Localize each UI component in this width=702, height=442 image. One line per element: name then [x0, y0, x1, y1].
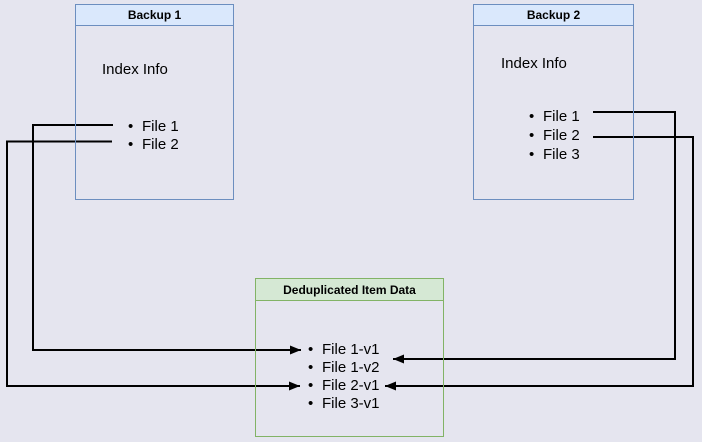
- file-item: File 2: [529, 126, 580, 145]
- backup2-title: Backup 2: [474, 5, 633, 26]
- dedup-box: Deduplicated Item Data File 1-v1 File 1-…: [255, 278, 444, 437]
- backup1-file-list: File 1 File 2: [128, 118, 179, 154]
- backup2-file-list: File 1 File 2 File 3: [529, 107, 580, 164]
- file-item: File 1: [529, 107, 580, 126]
- file-item: File 3-v1: [308, 395, 379, 413]
- dedup-file-list: File 1-v1 File 1-v2 File 2-v1 File 3-v1: [308, 341, 379, 413]
- file-item: File 1-v2: [308, 359, 379, 377]
- backup1-index-info-label: Index Info: [102, 61, 168, 78]
- backup2-box: Backup 2 Index Info File 1 File 2 File 3: [473, 4, 634, 200]
- file-item: File 1-v1: [308, 341, 379, 359]
- file-item: File 3: [529, 145, 580, 164]
- backup1-box: Backup 1 Index Info File 1 File 2: [75, 4, 234, 200]
- dedup-title: Deduplicated Item Data: [256, 279, 443, 301]
- file-item: File 2-v1: [308, 377, 379, 395]
- backup1-title: Backup 1: [76, 5, 233, 26]
- backup2-index-info-label: Index Info: [501, 55, 567, 72]
- file-item: File 1: [128, 118, 179, 136]
- file-item: File 2: [128, 136, 179, 154]
